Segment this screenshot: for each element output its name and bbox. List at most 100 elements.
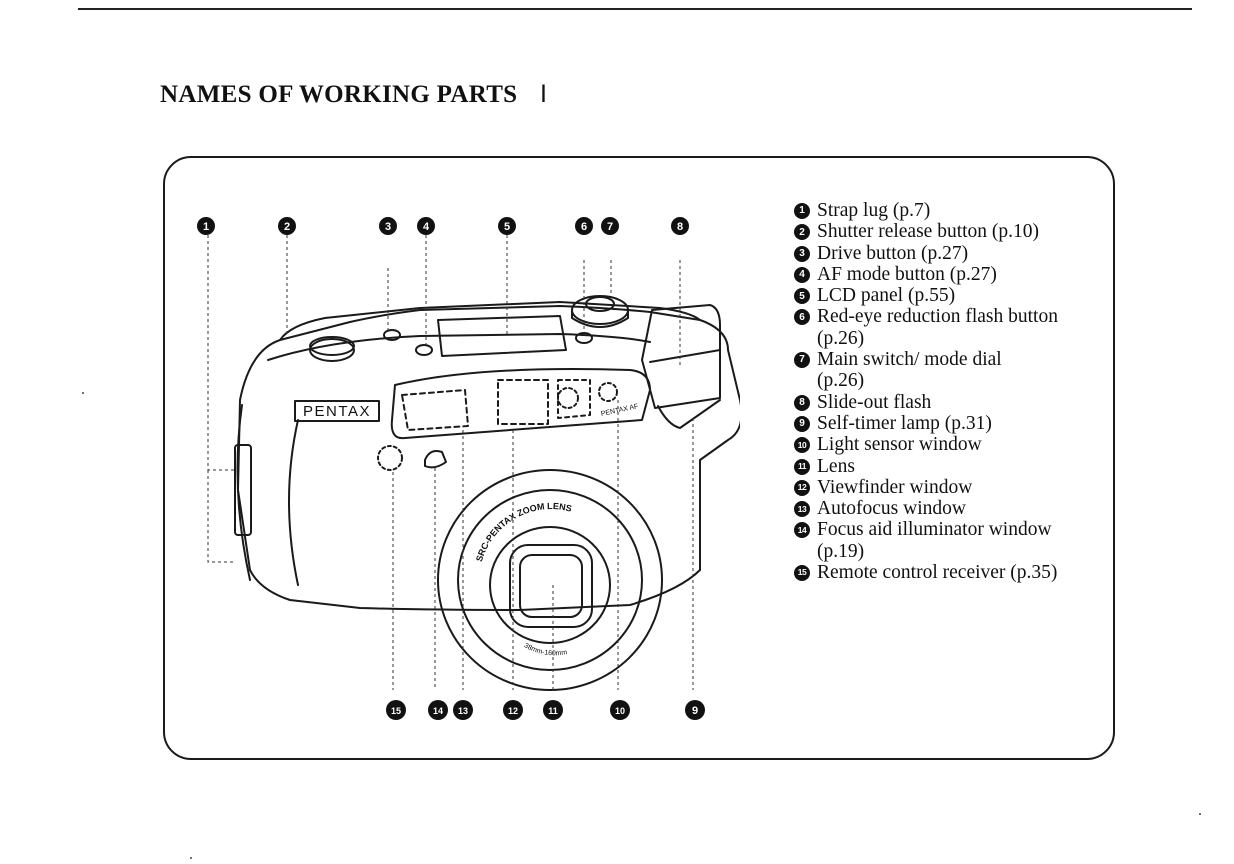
item-label-continued: (p.19)	[817, 540, 865, 562]
item-label: LCD panel (p.55)	[817, 285, 956, 307]
item-number-badge: 13	[794, 501, 810, 518]
item-label: Lens	[817, 455, 855, 477]
callout-9: 9	[685, 700, 705, 720]
scan-speck	[82, 392, 84, 394]
item-number-badge: 9	[794, 415, 810, 432]
page-title-text: NAMES OF WORKING PARTS	[160, 81, 518, 108]
svg-text:11: 11	[548, 706, 558, 716]
item-label: Focus aid illuminator window	[817, 519, 1052, 541]
callout-7: 7	[601, 217, 619, 235]
diagram-frame	[163, 156, 1115, 760]
list-item: 8 Slide-out flash	[794, 392, 1058, 413]
list-item: 1 Strap lug (p.7)	[794, 200, 1058, 221]
callout-6: 6	[575, 217, 593, 235]
list-item: 2 Shutter release button (p.10)	[794, 221, 1058, 242]
list-item: 4 AF mode button (p.27)	[794, 264, 1058, 285]
item-label: AF mode button (p.27)	[817, 263, 997, 285]
svg-text:1: 1	[203, 221, 209, 233]
list-item: 7 Main switch/ mode dial	[794, 349, 1058, 370]
item-label: Drive button (p.27)	[817, 242, 969, 264]
callout-4: 4	[417, 217, 435, 235]
item-number-badge: 11	[794, 458, 810, 475]
svg-text:3: 3	[385, 221, 391, 233]
callout-8: 8	[671, 217, 689, 235]
list-item: 11 Lens	[794, 456, 1058, 477]
camera-illustration: PENTAX PENTAX AF SRC-PENTAX ZOOM LENS 38…	[197, 217, 740, 720]
callout-5: 5	[498, 217, 516, 235]
callout-2: 2	[278, 217, 296, 235]
viewfinder-window	[497, 379, 549, 425]
item-label: Strap lug (p.7)	[817, 200, 931, 221]
item-number-badge: 4	[794, 266, 810, 283]
callout-3: 3	[379, 217, 397, 235]
item-label: Red-eye reduction flash button	[817, 306, 1058, 328]
svg-text:7: 7	[607, 221, 613, 233]
svg-text:6: 6	[581, 221, 587, 233]
svg-text:8: 8	[677, 221, 683, 233]
callout-13: 13	[453, 700, 473, 720]
item-label: Slide-out flash	[817, 391, 932, 413]
list-item: 5 LCD panel (p.55)	[794, 285, 1058, 306]
callout-12: 12	[503, 700, 523, 720]
item-label: Main switch/ mode dial	[817, 349, 1002, 371]
item-label: Remote control receiver (p.35)	[817, 562, 1058, 584]
item-label: Light sensor window	[817, 434, 982, 456]
list-item: 10 Light sensor window	[794, 434, 1058, 455]
svg-text:2: 2	[284, 221, 290, 233]
item-number-badge: 2	[794, 224, 810, 241]
page-title-marker: I	[539, 80, 548, 108]
svg-text:14: 14	[433, 706, 443, 716]
callout-11: 11	[543, 700, 563, 720]
svg-text:4: 4	[423, 221, 430, 233]
svg-text:5: 5	[504, 221, 510, 233]
scan-speck	[1199, 813, 1201, 815]
svg-text:9: 9	[692, 705, 698, 717]
item-label: Autofocus window	[817, 498, 966, 520]
brand-plate	[294, 400, 380, 422]
focus-aid-lamp	[424, 450, 447, 469]
lcd-panel	[437, 315, 567, 357]
item-label: Shutter release button (p.10)	[817, 221, 1040, 243]
callout-14: 14	[428, 700, 448, 720]
item-label-continued: (p.26)	[817, 370, 865, 392]
item-number-badge: 7	[794, 352, 810, 369]
svg-text:13: 13	[458, 706, 468, 716]
item-number-badge: 8	[794, 394, 810, 411]
callout-15: 15	[386, 700, 406, 720]
slide-out-flash	[641, 304, 721, 409]
item-number-badge: 1	[794, 203, 810, 219]
callout-1: 1	[197, 217, 215, 235]
item-number-badge: 10	[794, 437, 810, 454]
strap-lug	[234, 444, 252, 536]
lens	[489, 526, 611, 644]
item-number-badge: 12	[794, 479, 810, 496]
light-sensor-window	[557, 379, 591, 419]
brand-label: PENTAX	[303, 403, 371, 420]
self-timer-lamp	[377, 445, 403, 471]
scan-speck	[190, 857, 192, 859]
red-eye-button	[575, 332, 593, 344]
parts-list: 1 Strap lug (p.7) 2 Shutter release button…	[794, 200, 1058, 583]
list-item: 6 Red-eye reduction flash button	[794, 306, 1058, 327]
svg-text:12: 12	[508, 706, 518, 716]
shutter-release-button	[309, 338, 355, 362]
list-item: 13 Autofocus window	[794, 498, 1058, 519]
item-label: Viewfinder window	[817, 476, 973, 498]
autofocus-window	[401, 389, 469, 431]
svg-text:10: 10	[615, 706, 625, 716]
list-item-continuation: (p.26)	[794, 328, 1058, 349]
item-label: Self-timer lamp (p.31)	[817, 412, 992, 434]
callout-10: 10	[610, 700, 630, 720]
item-number-badge: 5	[794, 288, 810, 305]
list-item: 12 Viewfinder window	[794, 477, 1058, 498]
front-window-strip	[390, 368, 651, 440]
lens-range-text: 38mm-160mm	[523, 642, 568, 657]
af-mode-button	[415, 344, 433, 356]
camera-body	[237, 305, 740, 611]
drive-button	[383, 329, 401, 341]
list-item-continuation: (p.19)	[794, 541, 1058, 562]
item-number-badge: 6	[794, 309, 810, 326]
